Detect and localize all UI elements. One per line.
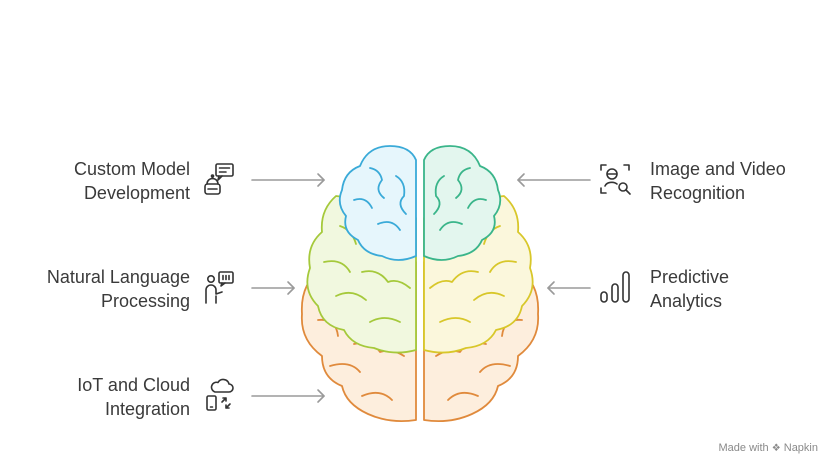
label-line: Image and Video — [650, 159, 786, 179]
face-scan-icon — [600, 164, 631, 195]
cloud-device-icon — [206, 378, 234, 411]
label-custom-model-development: Custom Model Development — [20, 157, 190, 205]
brain-segment-cyan-left — [338, 145, 417, 261]
label-natural-language-processing: Natural Language Processing — [0, 265, 190, 313]
robot-chat-icon — [204, 163, 234, 195]
arrow-natural-language — [251, 281, 295, 295]
label-line: Integration — [104, 399, 190, 419]
label-line: Processing — [100, 291, 190, 311]
label-line: Development — [83, 183, 190, 203]
label-line: Natural Language — [46, 267, 190, 287]
label-predictive-analytics: Predictive Analytics — [650, 265, 830, 313]
label-iot-cloud-integration: IoT and Cloud Integration — [20, 373, 190, 421]
arrow-iot-cloud — [251, 389, 325, 403]
label-line: Recognition — [650, 183, 746, 203]
arrow-predictive — [547, 281, 591, 295]
label-line: Custom Model — [73, 159, 190, 179]
napkin-logo-icon: ❖ — [771, 443, 781, 454]
watermark-brand: Napkin — [783, 442, 818, 454]
arrow-custom-model — [251, 173, 325, 187]
person-speech-icon — [205, 271, 234, 304]
label-line: IoT and Cloud — [77, 375, 190, 395]
label-line: Predictive — [650, 267, 730, 287]
label-line: Analytics — [650, 291, 723, 311]
arrow-image-video — [517, 173, 591, 187]
brain-diagram — [300, 145, 540, 423]
label-image-video-recognition: Image and Video Recognition — [650, 157, 830, 205]
bar-chart-icon — [600, 271, 630, 303]
watermark-text: Made with — [718, 442, 769, 454]
watermark: Made with ❖ Napkin — [719, 442, 818, 454]
brain-segment-teal-right — [423, 145, 502, 261]
